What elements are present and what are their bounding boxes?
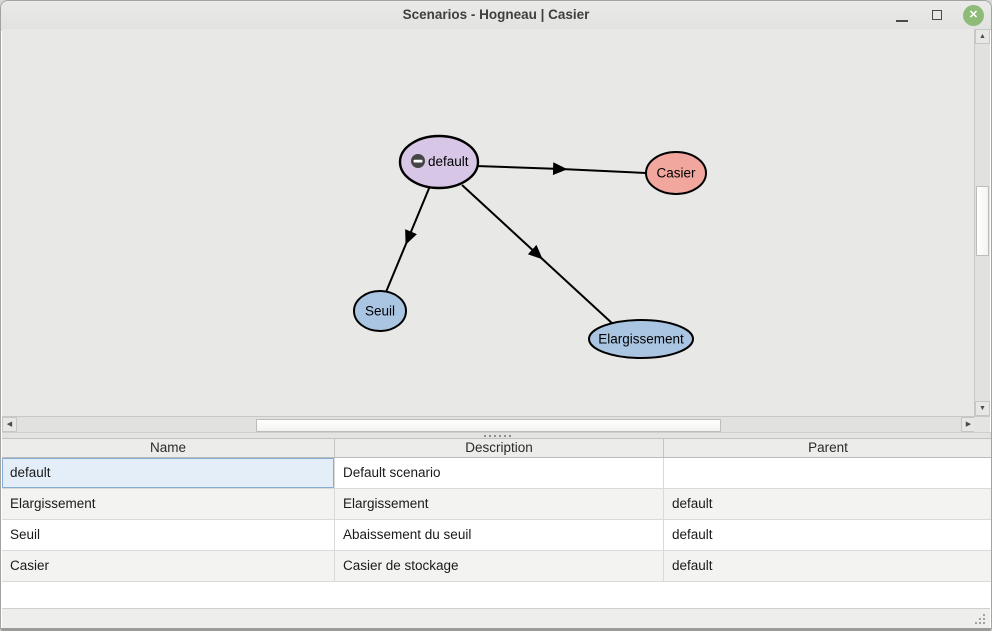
scroll-left-icon: ◀ xyxy=(6,421,13,428)
column-header-description[interactable]: Description xyxy=(335,439,664,457)
column-header-name[interactable]: Name xyxy=(2,439,335,457)
table-row: Casier Casier de stockage default xyxy=(2,551,991,582)
scrollbar-corner xyxy=(974,416,990,432)
scroll-right-button[interactable]: ▶ xyxy=(961,417,976,432)
table-row: Elargissement Elargissement default xyxy=(2,489,991,520)
window-resize-grip-icon[interactable] xyxy=(973,613,985,624)
scroll-up-icon: ▲ xyxy=(979,33,986,40)
table-row: default Default scenario xyxy=(2,458,991,489)
cell-name-casier[interactable]: Casier xyxy=(2,551,335,581)
scroll-up-button[interactable]: ▲ xyxy=(975,29,990,44)
splitter-grip-dot xyxy=(493,434,496,437)
scenario-graph-svg: default Casier Seuil Elargissement xyxy=(353,134,707,359)
minus-badge-icon xyxy=(411,154,425,168)
splitter-grip-dot xyxy=(488,434,491,437)
splitter-grip-dot xyxy=(483,434,486,437)
minimize-button[interactable] xyxy=(887,1,917,29)
maximize-button[interactable] xyxy=(923,1,953,29)
close-button[interactable]: ✕ xyxy=(963,5,984,26)
node-seuil-label: Seuil xyxy=(365,304,395,319)
edge-default-to-casier xyxy=(475,162,647,176)
cell-name-default[interactable]: default xyxy=(2,458,335,488)
window-title: Scenarios - Hogneau | Casier xyxy=(402,7,590,22)
splitter-grip-dot xyxy=(503,434,506,437)
cell-parent-casier[interactable]: default xyxy=(672,558,713,573)
scroll-right-icon: ▶ xyxy=(965,421,972,428)
vertical-scrollbar-thumb[interactable] xyxy=(976,186,989,256)
cell-description-seuil[interactable]: Abaissement du seuil xyxy=(335,520,664,550)
node-default-label: default xyxy=(428,154,469,169)
scroll-left-button[interactable]: ◀ xyxy=(2,417,17,432)
vertical-scrollbar[interactable]: ▲ ▼ xyxy=(974,29,990,416)
cell-name-elargissement[interactable]: Elargissement xyxy=(2,489,335,519)
node-default[interactable]: default xyxy=(398,134,480,190)
splitter-grip-dot xyxy=(498,434,501,437)
edge-default-to-elargissement xyxy=(461,184,615,326)
node-casier-label: Casier xyxy=(656,166,696,181)
horizontal-scrollbar-thumb[interactable] xyxy=(256,419,721,432)
column-header-parent[interactable]: Parent xyxy=(808,440,848,455)
node-casier[interactable]: Casier xyxy=(645,151,707,195)
minimize-icon xyxy=(896,20,908,22)
cell-description-elargissement[interactable]: Elargissement xyxy=(335,489,664,519)
maximize-icon xyxy=(932,10,942,20)
scenario-table: Name Description Parent default Default … xyxy=(2,439,991,617)
statusbar xyxy=(2,608,990,628)
splitter-grip-dot xyxy=(508,434,511,437)
table-header-row: Name Description Parent xyxy=(2,439,991,458)
cell-parent-default[interactable] xyxy=(664,458,991,488)
table-row: Seuil Abaissement du seuil default xyxy=(2,520,991,551)
scroll-down-icon: ▼ xyxy=(979,405,986,412)
cell-parent-seuil[interactable]: default xyxy=(672,527,713,542)
cell-description-default[interactable]: Default scenario xyxy=(335,458,664,488)
edge-default-to-seuil xyxy=(385,185,431,293)
node-seuil[interactable]: Seuil xyxy=(353,290,407,332)
cell-description-casier[interactable]: Casier de stockage xyxy=(335,551,664,581)
node-elargissement[interactable]: Elargissement xyxy=(588,319,694,359)
titlebar[interactable]: Scenarios - Hogneau | Casier ✕ xyxy=(1,1,991,30)
node-elargissement-label: Elargissement xyxy=(598,332,684,347)
scenario-graph-canvas[interactable]: default Casier Seuil Elargissement xyxy=(2,29,975,416)
pane-splitter[interactable] xyxy=(2,432,991,439)
horizontal-scrollbar[interactable]: ◀ ▶ xyxy=(2,416,976,432)
scroll-down-button[interactable]: ▼ xyxy=(975,401,990,416)
cell-name-seuil[interactable]: Seuil xyxy=(2,520,335,550)
close-icon: ✕ xyxy=(968,9,979,21)
cell-parent-elargissement[interactable]: default xyxy=(672,496,713,511)
